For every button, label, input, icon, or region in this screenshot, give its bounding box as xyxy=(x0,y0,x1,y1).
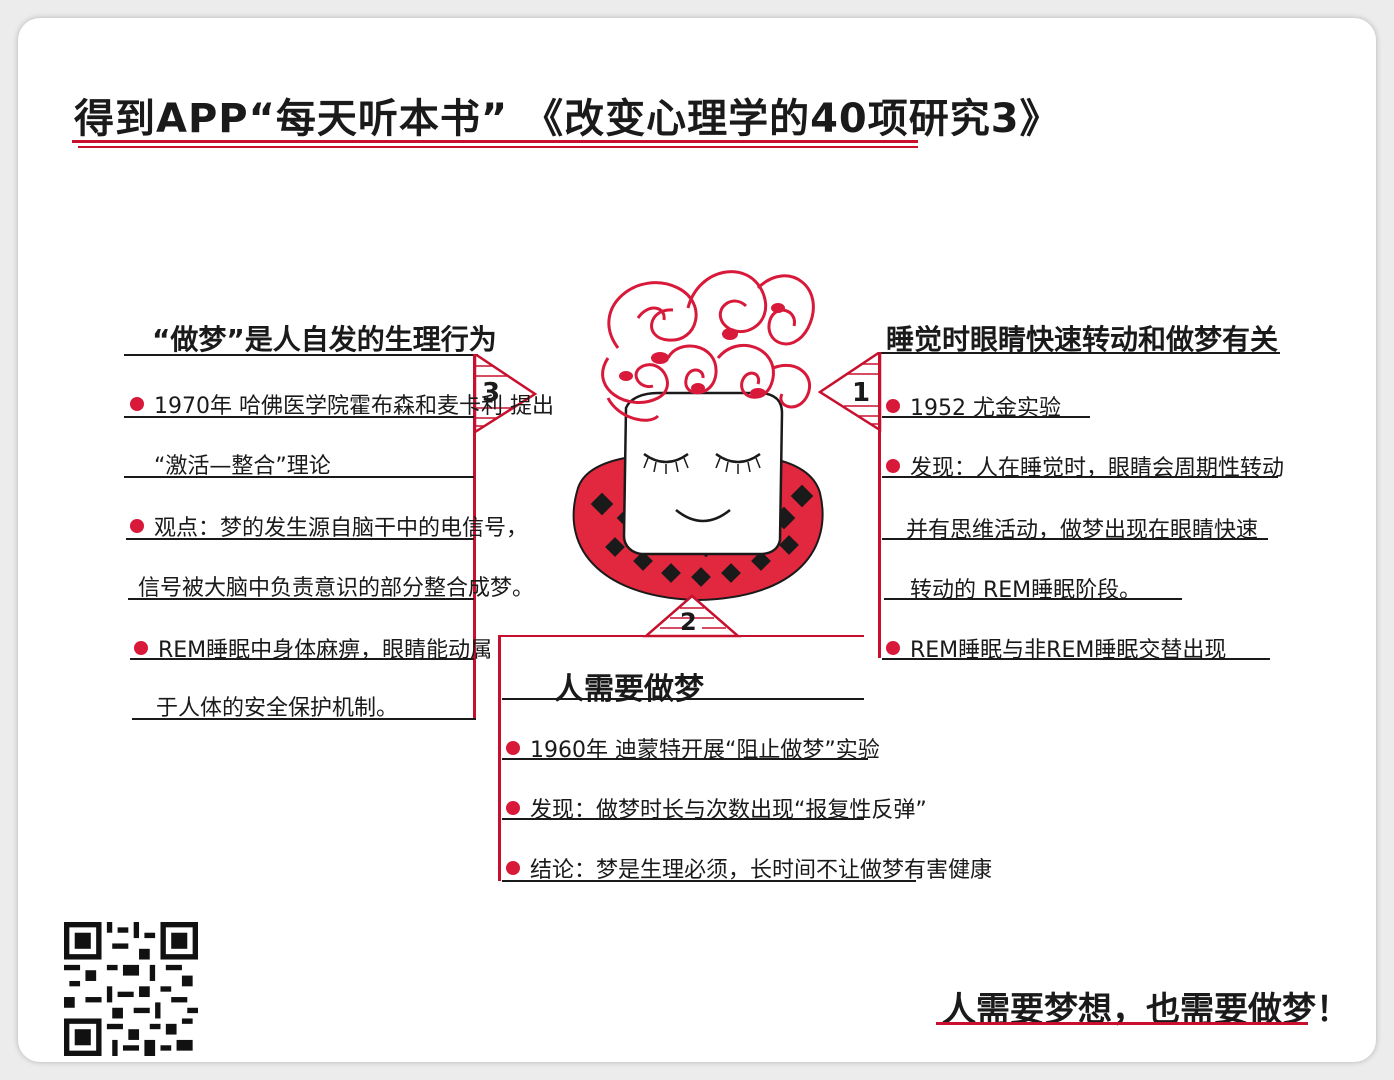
right-branch-number: 1 xyxy=(852,378,871,408)
bottom-branch-bar xyxy=(498,635,501,881)
left-heading-rule xyxy=(124,354,478,356)
left-item-4: 信号被大脑中负责意识的部分整合成梦。 xyxy=(138,576,535,601)
left-branch-bar xyxy=(473,354,476,718)
sleeping-marshmallow-icon xyxy=(572,270,824,602)
left-rule-5 xyxy=(130,658,474,660)
right-rule-1 xyxy=(882,416,1090,418)
bottom-branch-topline xyxy=(500,635,864,637)
qr-code-icon xyxy=(64,922,198,1056)
bottom-item-3: 结论：梦是生理必须，长时间不让做梦有害健康 xyxy=(506,852,992,884)
left-branch-heading: “做梦”是人自发的生理行为 xyxy=(152,323,497,356)
right-rule-3 xyxy=(882,538,1268,540)
right-branch-bar xyxy=(878,352,881,658)
left-item-2: “激活—整合”理论 xyxy=(154,454,331,479)
right-branch-heading: 睡觉时眼睛快速转动和做梦有关 xyxy=(886,323,1279,356)
left-rule-2 xyxy=(124,476,474,478)
right-rule-5 xyxy=(882,658,1270,660)
right-rule-2 xyxy=(882,476,1278,478)
title-underline xyxy=(72,140,918,143)
bullet-dot-icon xyxy=(130,519,144,533)
right-branch-arrow xyxy=(818,352,882,432)
bullet-dot-icon xyxy=(886,459,900,473)
bullet-dot-icon xyxy=(134,641,148,655)
mind-map-card: 得到APP“每天听本书” 《改变心理学的40项研究3》 xyxy=(18,18,1376,1062)
bottom-heading-rule xyxy=(502,698,864,700)
slogan-underline xyxy=(936,1022,1308,1025)
bullet-dot-icon xyxy=(130,397,144,411)
left-rule-6 xyxy=(132,718,476,720)
right-rule-4 xyxy=(884,598,1182,600)
bullet-dot-icon xyxy=(886,641,900,655)
left-item-6: 于人体的安全保护机制。 xyxy=(156,696,399,721)
left-item-1: 1970年 哈佛医学院霍布森和麦卡利 提出 xyxy=(130,388,554,420)
title-underline-second xyxy=(78,146,918,148)
bottom-rule-2 xyxy=(502,818,864,820)
left-rule-3 xyxy=(126,538,474,540)
bottom-rule-1 xyxy=(502,758,868,760)
left-rule-4 xyxy=(128,598,474,600)
left-item-3: 观点：梦的发生源自脑干中的电信号， xyxy=(130,510,528,542)
left-branch-number: 3 xyxy=(482,378,501,408)
left-rule-1 xyxy=(124,416,474,418)
bullet-dot-icon xyxy=(506,861,520,875)
bottom-rule-3 xyxy=(502,880,916,882)
right-heading-rule xyxy=(880,352,1280,354)
bullet-dot-icon xyxy=(506,801,520,815)
bottom-branch-number: 2 xyxy=(680,608,697,636)
bullet-dot-icon xyxy=(886,399,900,413)
page-title: 得到APP“每天听本书” 《改变心理学的40项研究3》 xyxy=(74,96,1061,142)
bottom-branch-heading: 人需要做梦 xyxy=(554,672,704,707)
bullet-dot-icon xyxy=(506,741,520,755)
